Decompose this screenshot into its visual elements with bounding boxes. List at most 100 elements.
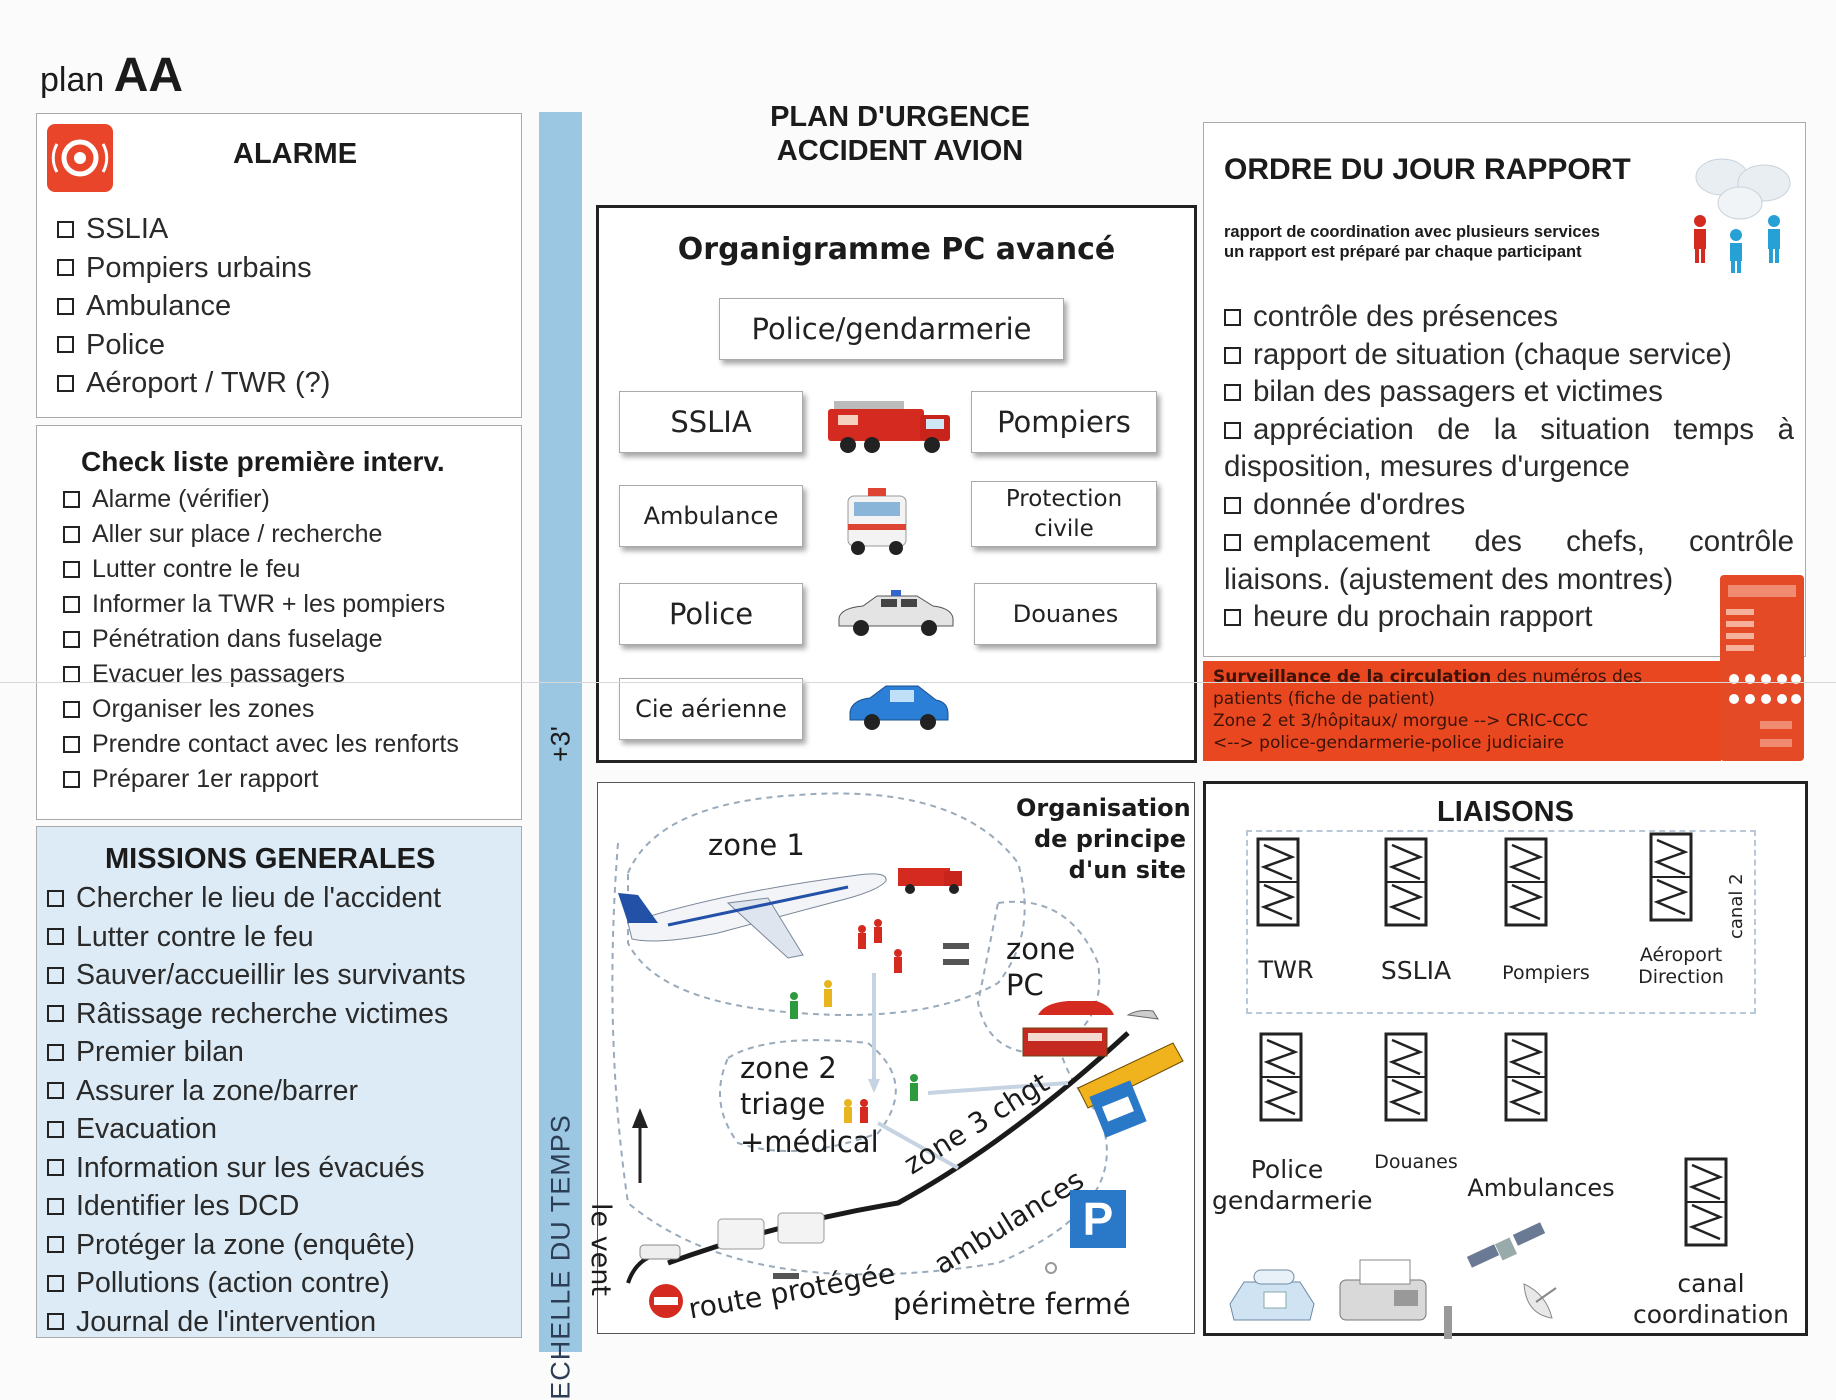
org-box-cie-aerienne: Cie aérienne [619, 678, 803, 740]
title-line2: ACCIDENT AVION [776, 135, 1024, 167]
alarm-item-label: Aéroport / TWR (?) [86, 367, 331, 399]
agenda-item-label: heure du prochain rapport [1253, 600, 1593, 633]
liaisons-network-group [1246, 830, 1756, 1014]
fire-truck-icon [828, 401, 950, 453]
mission-item: Pollutions (action contre) [47, 1264, 466, 1303]
alarm-title: ALARME [233, 138, 358, 170]
alarm-panel: ALARME SSLIA Pompiers urbains Ambulance … [36, 113, 522, 418]
checklist-item-label: Informer la TWR + les pompiers [92, 590, 446, 618]
checkbox[interactable] [47, 1197, 64, 1215]
checkbox[interactable] [57, 374, 74, 392]
checklist-item: Lutter contre le feu [63, 552, 459, 587]
mission-item-label: Premier bilan [76, 1036, 244, 1068]
checkbox[interactable] [47, 1082, 64, 1100]
radio-label-douanes: Douanes [1374, 1151, 1458, 1173]
checklist-item: Pénétration dans fuselage [63, 622, 459, 657]
mission-item-label: Chercher le lieu de l'accident [76, 882, 442, 914]
checkbox[interactable] [63, 771, 80, 788]
checklist-list: Alarme (vérifier) Aller sur place / rech… [63, 482, 459, 797]
stretcher-icon [773, 943, 969, 1279]
site-title: Organisation de principe d'un site [1016, 794, 1191, 884]
org-box-protection-civile: Protection civile [971, 481, 1157, 547]
checkbox[interactable] [63, 701, 80, 718]
radio-label-police: Police gendarmerie [1212, 1155, 1373, 1215]
liaisons-title: LIAISONS [1437, 796, 1574, 828]
checkbox[interactable] [1224, 384, 1241, 401]
radio-label-sslia: SSLIA [1380, 956, 1452, 985]
org-box-top-label: Police/gendarmerie [751, 312, 1032, 346]
mission-item-label: Information sur les évacués [76, 1151, 425, 1184]
victims-icon [790, 919, 918, 1123]
checkbox[interactable] [1224, 534, 1241, 551]
checkbox[interactable] [57, 297, 74, 315]
plan-prefix: plan [40, 61, 105, 99]
checkbox[interactable] [57, 220, 74, 238]
road-ambulances-icon [639, 1212, 825, 1260]
mission-item-label: Evacuation [76, 1113, 218, 1145]
checkbox[interactable] [47, 966, 64, 984]
checkbox[interactable] [63, 736, 80, 753]
mission-item: Identifier les DCD [47, 1187, 466, 1226]
radio-aeroport-icon [1649, 832, 1693, 922]
mission-item: Râtissage recherche victimes [47, 995, 466, 1034]
surveillance-line2: Zone 2 et 3/hôpitaux/ morgue --> CRIC-CC… [1213, 711, 1589, 731]
direction-sign-icon [1089, 1080, 1147, 1138]
perimetre-label: périmètre fermé [893, 1287, 1131, 1321]
agenda-item-label: contrôle des présences [1253, 300, 1559, 333]
checkbox[interactable] [47, 1120, 64, 1138]
plan-code: AA [113, 49, 184, 102]
checkbox[interactable] [1224, 496, 1241, 514]
checkbox[interactable] [47, 1236, 64, 1254]
canal2-label: canal 2 [1726, 873, 1747, 939]
mission-item-label: Journal de l'intervention [76, 1305, 377, 1338]
checkbox[interactable] [1224, 609, 1241, 626]
checkbox[interactable] [63, 596, 80, 613]
checkbox[interactable] [1224, 421, 1241, 439]
checkbox[interactable] [47, 889, 64, 907]
checkbox[interactable] [47, 1043, 64, 1061]
alarm-list: SSLIA Pompiers urbains Ambulance Police … [57, 210, 330, 403]
mission-item-label: Pollutions (action contre) [76, 1267, 390, 1299]
checkbox[interactable] [47, 1005, 64, 1023]
checkbox[interactable] [63, 526, 80, 543]
checkbox[interactable] [47, 1159, 64, 1177]
fire-truck-small-icon [898, 868, 962, 894]
fax-icon [1339, 1259, 1427, 1321]
radio-twr-icon [1256, 837, 1300, 927]
mission-item: Protéger la zone (enquête) [47, 1226, 466, 1265]
telephone-icon [1229, 1269, 1315, 1321]
agenda-sub1: rapport de coordination avec plusieurs s… [1224, 223, 1600, 241]
mission-item-label: Assurer la zone/barrer [76, 1074, 358, 1107]
checkbox[interactable] [57, 259, 74, 277]
org-box-ambulance: Ambulance [619, 485, 803, 547]
radio-label-pompiers: Pompiers [1502, 962, 1590, 984]
site-panel: Organisation de principe d'un site zone … [585, 782, 1195, 1334]
agenda-sub2: un rapport est préparé par chaque partic… [1224, 243, 1582, 261]
checklist-panel: Check liste première interv. Alarme (vér… [36, 425, 522, 820]
checklist-item-label: Préparer 1er rapport [92, 765, 319, 793]
radio-label-twr: TWR [1258, 956, 1314, 984]
surveillance-line1: Surveillance de la circulation des numér… [1213, 666, 1711, 710]
checkbox[interactable] [63, 666, 80, 683]
surveillance-bold: Surveillance de la circulation [1213, 667, 1492, 687]
org-box-police: Police [619, 583, 803, 645]
checkbox[interactable] [63, 491, 80, 508]
checkbox[interactable] [47, 928, 64, 946]
mission-item: Journal de l'intervention [47, 1303, 466, 1342]
alarm-item: Police [57, 326, 330, 365]
org-box-label: Pompiers [997, 405, 1131, 439]
radio-pompiers-icon [1504, 837, 1548, 927]
timescale-bar: +3' ECHELLE DU TEMPS [539, 112, 582, 1400]
checkbox[interactable] [47, 1313, 64, 1331]
checkbox[interactable] [47, 1274, 64, 1292]
checkbox[interactable] [1224, 309, 1241, 326]
checkbox[interactable] [63, 561, 80, 578]
checkbox[interactable] [57, 336, 74, 354]
pc-vehicles-icon [1022, 1001, 1159, 1057]
organigram-panel: Organigramme PC avancé Police/gendarmeri… [596, 205, 1197, 763]
checkbox[interactable] [1224, 346, 1241, 364]
checklist-item: Alarme (vérifier) [63, 482, 459, 517]
medical-label: +médical [740, 1125, 879, 1159]
checkbox[interactable] [63, 631, 80, 648]
checklist-item: Aller sur place / recherche [63, 517, 459, 552]
